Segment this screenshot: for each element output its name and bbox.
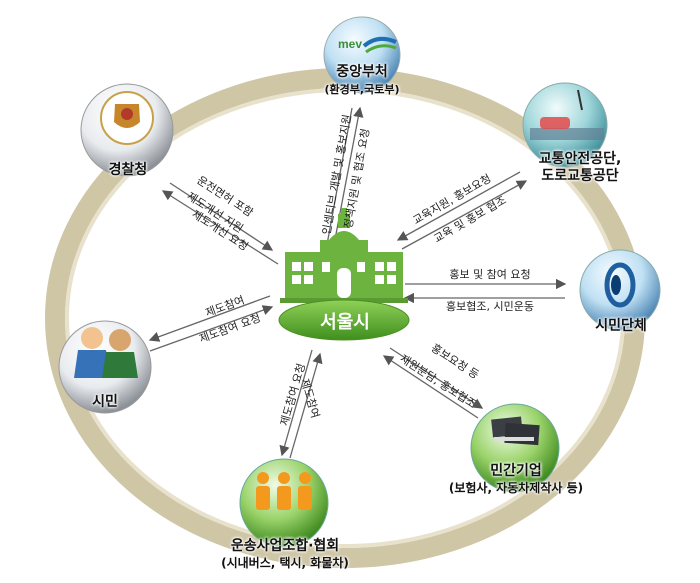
node-ministry-sphere: mev — [323, 16, 401, 94]
node-citizen-sphere — [58, 320, 152, 414]
private-title: 민간기업 — [490, 463, 542, 479]
arrows — [148, 106, 567, 459]
edge-civic-b: 홍보협조, 시민운동 — [446, 300, 534, 313]
node-transport-label: 운송사업조합·협회 (시내버스, 택시, 화물차) — [210, 538, 360, 572]
node-ministry-label: 중앙부처 (환경부,국토부) — [310, 64, 414, 98]
node-traffic-sphere — [522, 82, 608, 168]
ministry-title: 중앙부처 — [336, 64, 388, 80]
transport-subtitle: (시내버스, 택시, 화물차) — [221, 556, 349, 570]
node-private-sphere — [470, 403, 560, 493]
edge-civic-a: 홍보 및 참여 요청 — [449, 268, 531, 281]
private-subtitle: (보험사, 자동차제작사 등) — [448, 481, 584, 495]
center-label: 서울시 — [320, 312, 370, 333]
ministry-logo-text: mev — [338, 37, 362, 51]
node-civic-label: 시민단체 — [595, 318, 647, 334]
center-oval — [278, 299, 410, 341]
ministry-subtitle: (환경부,국토부) — [324, 83, 400, 96]
node-citizen-label: 시민 — [92, 394, 118, 410]
node-transport-sphere — [239, 458, 329, 548]
traffic-line1: 교통안전공단, — [538, 151, 622, 167]
node-civic-sphere — [579, 249, 661, 331]
traffic-line2: 도로교통공단 — [541, 168, 619, 184]
transport-title: 운송사업조합·협회 — [230, 538, 340, 554]
node-private-label: 민간기업 (보험사, 자동차제작사 등) — [436, 463, 596, 497]
node-police-label: 경찰청 — [108, 162, 148, 178]
node-police-sphere — [80, 83, 174, 177]
node-traffic-label: 교통안전공단, 도로교통공단 — [520, 151, 640, 185]
